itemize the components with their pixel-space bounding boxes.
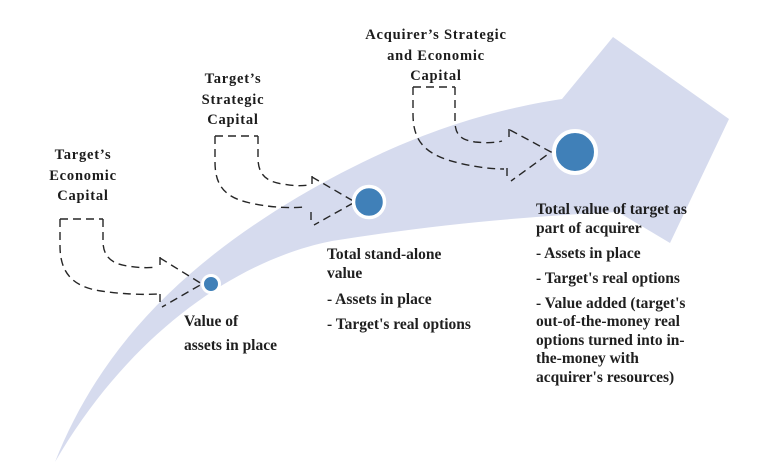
caption-stand-alone-value: Total stand-alone value - Assets in plac… [327,245,487,334]
capital-label-line: Target’s [204,71,262,87]
milestone-dot-large [552,129,598,175]
caption-line: acquirer's resources) [536,368,675,386]
capital-label-line: Economic [49,167,117,184]
dashed-arrow-1-outer-curve [59,219,159,296]
dashed-connector-arrow-3 [412,86,553,182]
dashed-arrow-2-wing-ticks [310,176,313,224]
dashed-arrow-3-head [509,129,553,182]
dashed-connector-arrow-2 [214,135,357,226]
caption-bullet: - Target's real options [536,269,680,287]
caption-line: the-money with [536,350,639,367]
caption-line: assets in place [184,336,277,354]
caption-bullet: - Assets in place [327,290,432,308]
capital-label-target-strategic: Target’s Strategic Capital [177,69,289,131]
milestone-dot-small [201,274,221,294]
dashed-arrow-2-outer-curve [214,136,306,209]
milestone-dot-medium [351,184,387,220]
capital-label-line: Capital [207,112,259,128]
caption-line: options turned into in- [536,331,685,349]
caption-line: - Value added (target's [536,294,686,312]
caption-bullet: - Target's real options [327,316,471,333]
caption-value-of-assets: Value of assets in place [184,310,324,357]
caption-title-line: part of acquirer [536,219,642,237]
dashed-connector-arrow-1 [59,218,204,308]
capital-label-line: Acquirer’s Strategic [365,27,507,43]
capital-label-line: and Economic [387,47,485,64]
caption-line: Value of [184,313,239,330]
capital-label-line: Capital [410,68,462,84]
capital-label-line: Strategic [201,91,265,108]
caption-bullet-value-added: - Value added (target's out-of-the-money… [536,295,746,388]
dashed-arrow-3-inner-curve [454,87,503,144]
caption-bullet: - Assets in place [536,244,641,262]
caption-title-line: Total value of target as [536,201,687,218]
caption-title-line: Total stand-alone [327,246,442,263]
caption-total-value-target: Total value of target as part of acquire… [536,201,746,387]
dashed-arrow-2-inner-curve [257,136,310,187]
dashed-arrow-1-inner-curve [102,219,158,269]
capital-label-line: Target’s [54,147,112,163]
dashed-arrow-2-head [311,176,357,226]
caption-title-line: value [327,265,363,282]
caption-line: out-of-the-money real [536,313,680,330]
capital-label-line: Capital [57,188,109,204]
capital-label-target-economic: Target’s Economic Capital [27,145,139,207]
dashed-arrow-3-outer-curve [412,87,505,170]
capital-label-acquirer: Acquirer’s Strategic and Economic Capita… [346,25,526,87]
dashed-arrow-3-wing-ticks [506,129,510,180]
dashed-arrow-1-head [159,257,204,308]
